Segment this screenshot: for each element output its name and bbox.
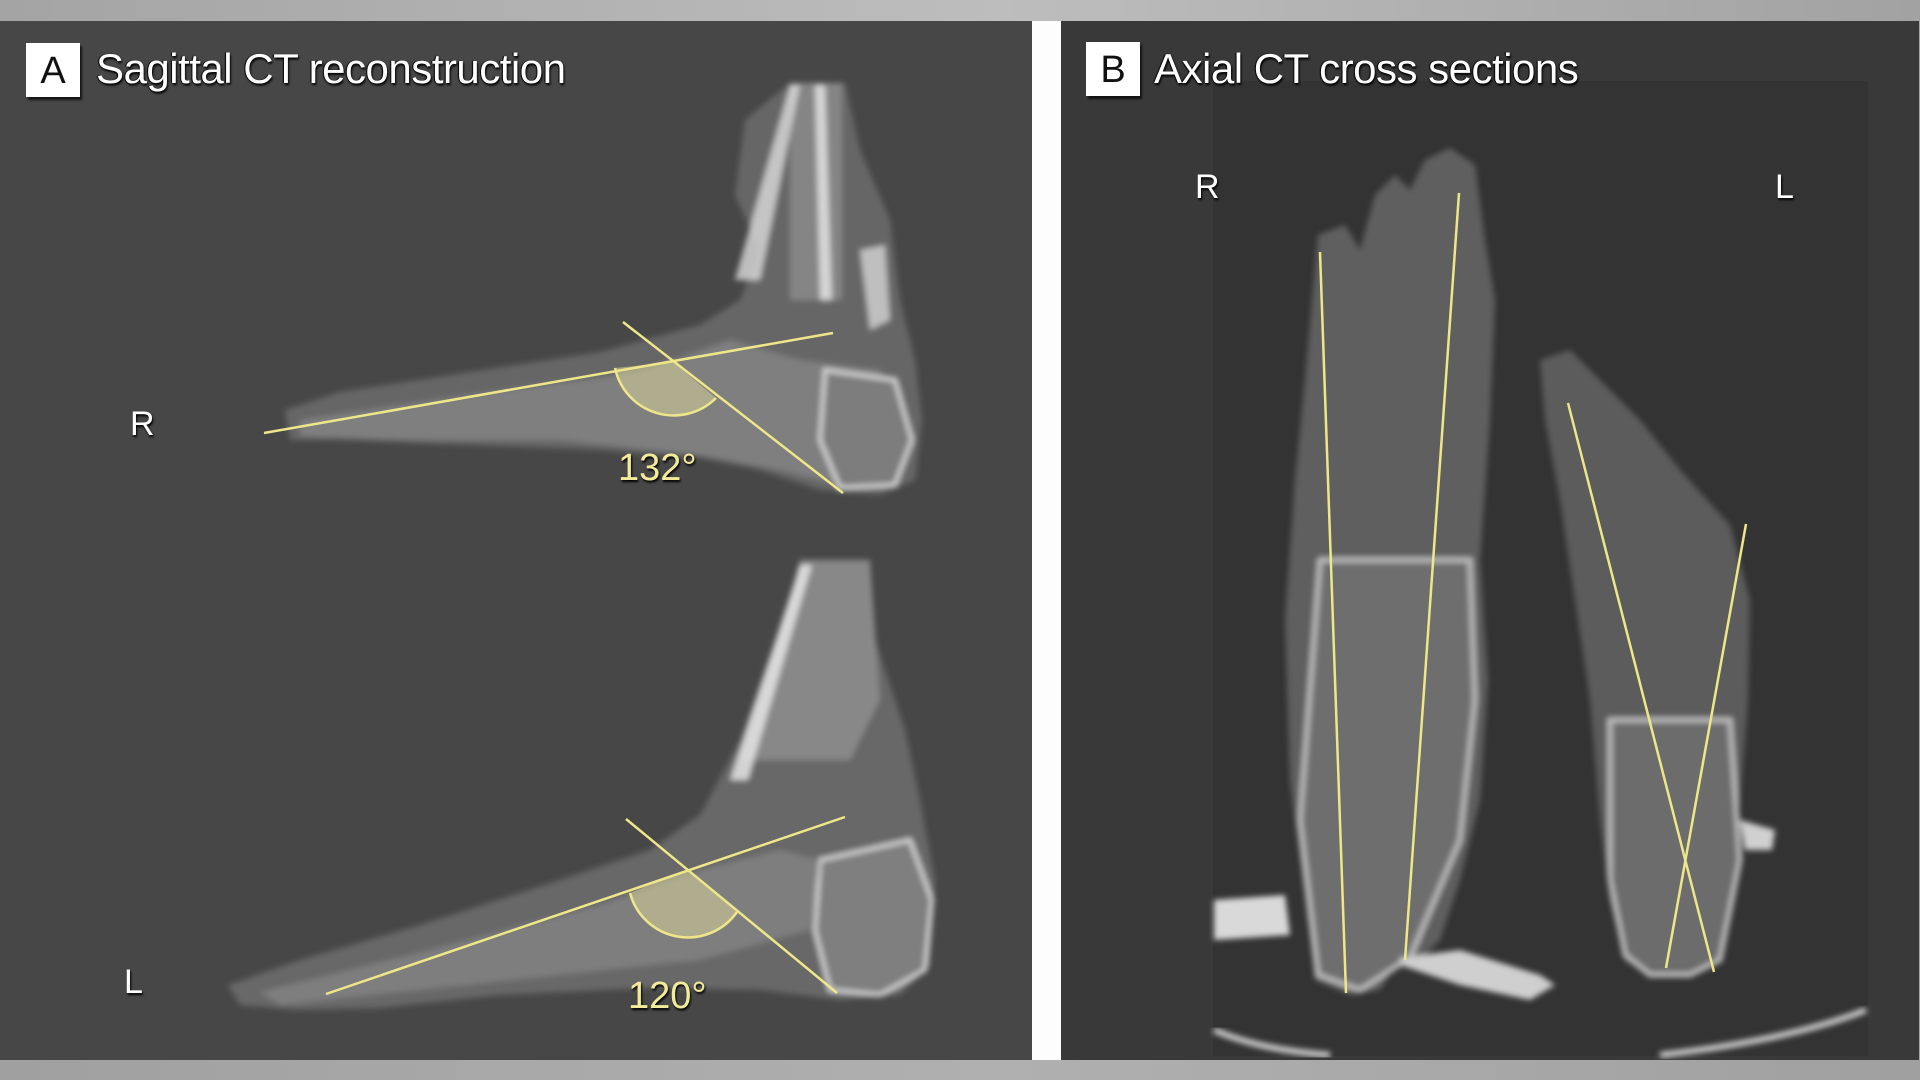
right-foot-axial bbox=[1214, 148, 1555, 1000]
top-border bbox=[0, 0, 1920, 21]
left-foot-sagittal bbox=[228, 560, 935, 1010]
panel-a-badge: A bbox=[26, 43, 80, 97]
panel-a-left-label: L bbox=[124, 963, 143, 1001]
axial-axis-lines bbox=[1318, 192, 1748, 994]
sagittal-ct-image bbox=[228, 83, 935, 1010]
right-foot-sagittal bbox=[285, 83, 922, 495]
panel-a-sagittal: A Sagittal CT reconstruction R 132° L 12… bbox=[0, 21, 1032, 1060]
angle-label-left: 120° bbox=[628, 975, 707, 1017]
axial-ct-image bbox=[1212, 148, 1868, 1058]
panel-b-left-label: L bbox=[1775, 168, 1794, 206]
ct-table-arc-right bbox=[1659, 1007, 1868, 1058]
panel-a-right-label: R bbox=[130, 405, 155, 443]
left-foot-angle-annotation bbox=[325, 815, 846, 996]
panel-b-right-label: R bbox=[1195, 168, 1220, 206]
panel-b-badge: B bbox=[1086, 42, 1140, 96]
panel-divider bbox=[1032, 21, 1061, 1060]
right-foot-angle-annotation bbox=[263, 321, 844, 494]
ct-table-arc-left bbox=[1212, 1027, 1331, 1058]
panel-b-axial: B Axial CT cross sections R L bbox=[1061, 21, 1919, 1060]
left-foot-axial bbox=[1540, 350, 1775, 978]
panel-a-title: Sagittal CT reconstruction bbox=[96, 45, 566, 92]
angle-label-right: 132° bbox=[618, 447, 697, 489]
panel-b-title: Axial CT cross sections bbox=[1154, 45, 1579, 92]
bottom-border bbox=[0, 1060, 1920, 1080]
